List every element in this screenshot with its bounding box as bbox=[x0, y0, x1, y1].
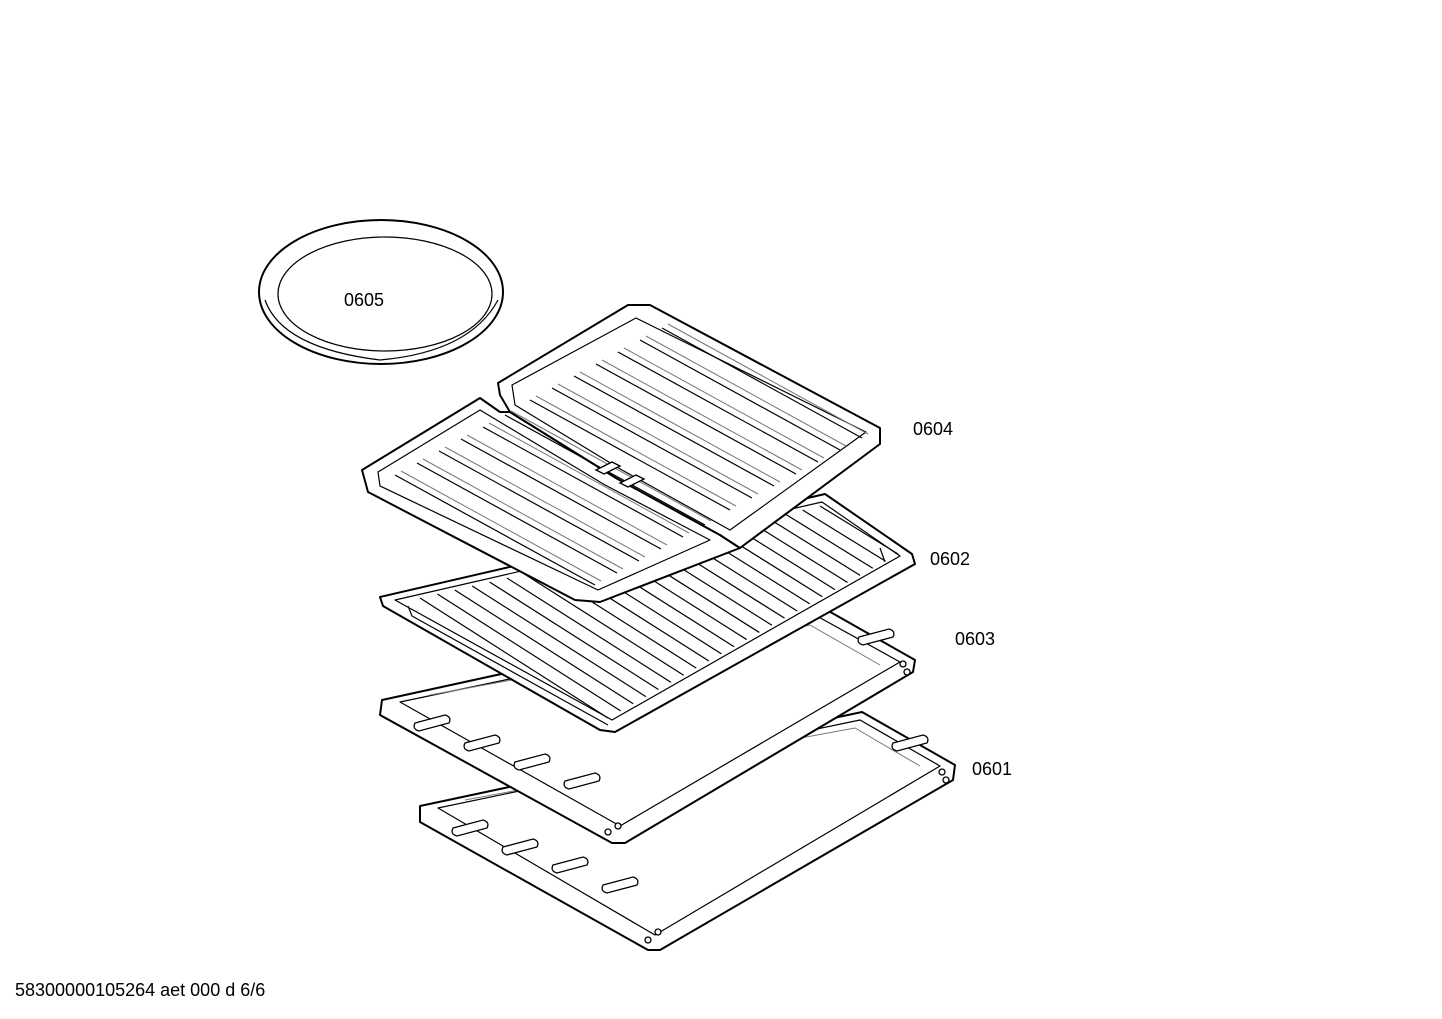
tray-slot bbox=[551, 856, 589, 874]
rack-bar bbox=[437, 593, 621, 712]
tray-slot bbox=[891, 734, 929, 752]
tray-slot bbox=[563, 772, 601, 790]
round-dish-part bbox=[258, 219, 504, 365]
part-label-0605: 0605 bbox=[344, 290, 385, 310]
rack-bar bbox=[784, 513, 874, 569]
grill-rib bbox=[529, 399, 731, 511]
grill-rib-edge bbox=[400, 470, 602, 582]
grill-rib bbox=[573, 375, 775, 487]
grill-rib-edge bbox=[444, 446, 646, 558]
rack-bar bbox=[750, 521, 848, 584]
shallow-tray-part bbox=[379, 604, 916, 844]
grill-rib-edge bbox=[601, 359, 803, 471]
rack-bar bbox=[524, 573, 684, 676]
grill-rib-edge bbox=[535, 395, 737, 507]
grill-rib bbox=[617, 351, 819, 463]
part-label-0603: 0603 bbox=[955, 629, 996, 649]
grill-rib-edge bbox=[557, 383, 759, 495]
document-footer: 58300000105264 aet 000 d 6/6 bbox=[15, 980, 266, 1000]
deep-tray-part bbox=[419, 711, 956, 951]
tray-slot bbox=[857, 628, 895, 646]
tray-slot bbox=[601, 876, 639, 894]
grill-rib bbox=[416, 462, 618, 574]
grill-rib bbox=[438, 450, 640, 562]
grill-rib-edge bbox=[579, 371, 781, 483]
grill-rib-edge bbox=[422, 458, 624, 570]
grill-rib bbox=[394, 474, 596, 586]
grill-rib bbox=[482, 426, 684, 538]
grill-rib bbox=[551, 387, 753, 499]
grill-rib-edge bbox=[488, 422, 690, 534]
rack-bar bbox=[802, 509, 886, 562]
grill-rib-edge bbox=[667, 323, 869, 435]
tray-slot bbox=[501, 838, 539, 856]
tray-slot bbox=[413, 714, 451, 732]
grill-rib bbox=[460, 438, 662, 550]
part-label-0604: 0604 bbox=[913, 419, 954, 439]
grill-rib bbox=[639, 339, 841, 451]
rack-bar bbox=[767, 517, 861, 576]
rack-bar bbox=[419, 597, 609, 719]
rack-bar bbox=[471, 585, 647, 698]
rack-bar bbox=[454, 589, 634, 705]
grill-rib-edge bbox=[466, 434, 668, 546]
grill-rib bbox=[661, 327, 863, 439]
grill-rib-edge bbox=[623, 347, 825, 459]
tray-slot bbox=[463, 734, 501, 752]
tray-slot bbox=[451, 819, 489, 837]
rack-bar bbox=[819, 505, 899, 555]
part-label-0601: 0601 bbox=[972, 759, 1013, 779]
rack-bar bbox=[489, 581, 659, 690]
grill-insert-part bbox=[361, 304, 881, 603]
grill-rib bbox=[595, 363, 797, 475]
grill-rib-edge bbox=[645, 335, 847, 447]
part-label-0602: 0602 bbox=[930, 549, 971, 569]
tray-slot bbox=[513, 753, 551, 771]
rack-bar bbox=[506, 577, 672, 683]
